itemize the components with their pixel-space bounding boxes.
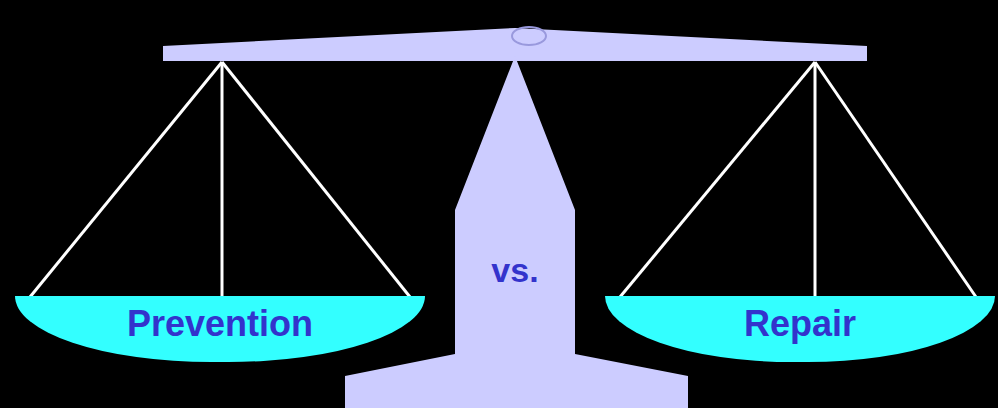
versus-label: vs.	[491, 252, 538, 289]
left-pan: Prevention	[15, 296, 425, 362]
pivot-ring	[512, 27, 546, 45]
scale-stand: vs.	[345, 56, 688, 408]
pan-label: Prevention	[127, 304, 313, 344]
pan-label: Repair	[744, 304, 856, 344]
right-pan: Repair	[605, 296, 995, 362]
stand-shape	[345, 56, 688, 408]
